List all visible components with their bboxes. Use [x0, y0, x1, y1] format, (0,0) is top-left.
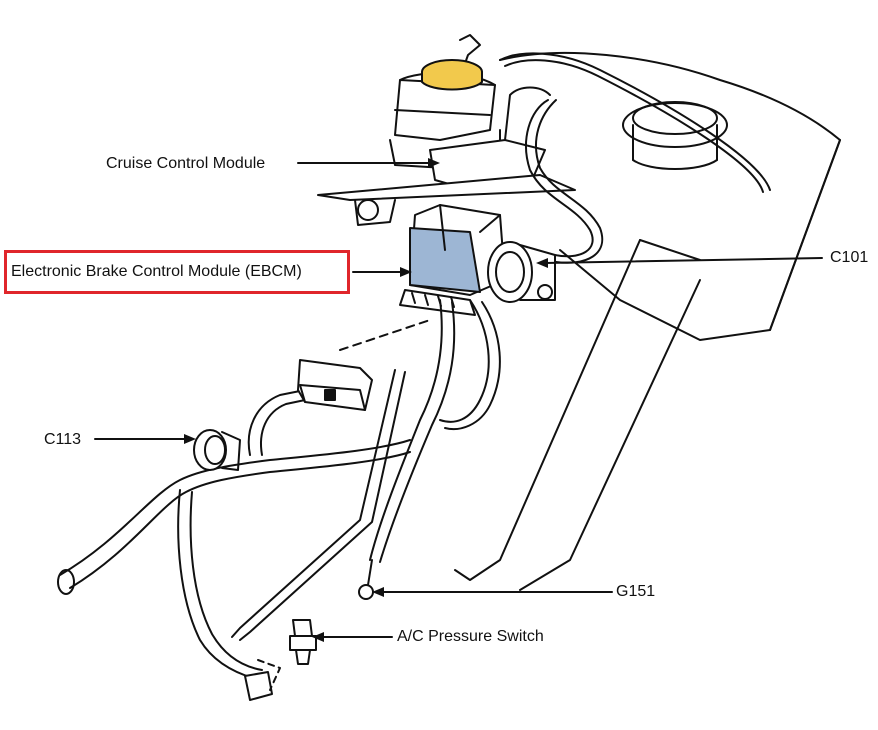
g151-ring-terminal	[358, 584, 374, 600]
leader-lines	[94, 162, 823, 638]
label-ac-pressure-switch: A/C Pressure Switch	[397, 628, 544, 645]
wiring-harness	[57, 299, 501, 681]
junction-connector	[297, 319, 431, 411]
c101-leader	[544, 257, 823, 264]
label-c101: C101	[830, 249, 869, 266]
cruise-control-module	[317, 86, 576, 226]
ac-pressure-switch	[289, 619, 317, 665]
bottom-connector	[244, 659, 281, 701]
c113-connector	[193, 429, 241, 471]
label-c113: C113	[44, 431, 82, 448]
label-g151: G151	[616, 583, 656, 600]
arrowheads	[184, 158, 548, 642]
air-inlet	[622, 101, 728, 170]
label-ebcm: Electronic Brake Control Module (EBCM)	[11, 263, 302, 280]
c101-connector	[487, 241, 556, 303]
label-cruise-control-module: Cruise Control Module	[106, 155, 266, 172]
vacuum-line	[499, 52, 771, 191]
fender-panel	[454, 51, 841, 591]
ebcm-highlight-box	[4, 250, 350, 294]
ebcm-module	[399, 204, 506, 316]
